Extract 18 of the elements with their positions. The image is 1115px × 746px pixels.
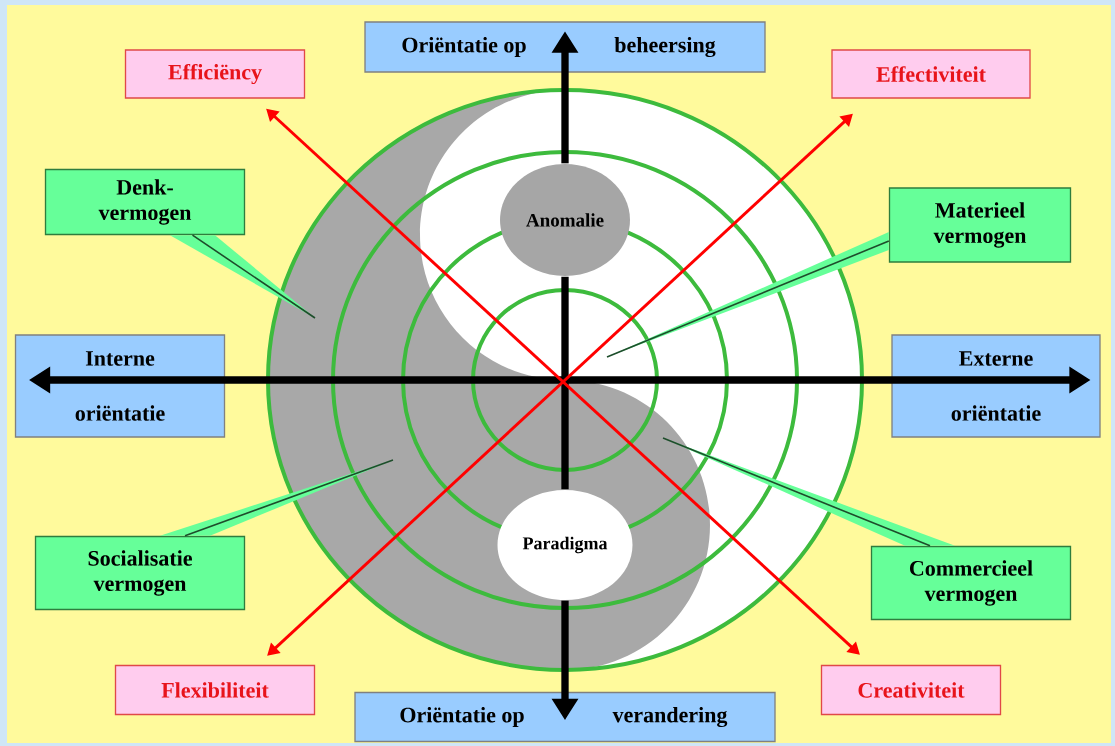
callout-box: Materieel vermogen [888, 187, 1072, 263]
outcome-box: Flexibiliteit [114, 664, 316, 716]
outcome-box: Creativiteit [820, 664, 1002, 716]
callout-box: Denk- vermogen [44, 168, 246, 236]
axis-label-box: Oriëntatie op verandering [354, 691, 776, 743]
callout-box: Commercieel vermogen [870, 545, 1072, 621]
callout-pointer [662, 437, 955, 547]
axis-label-box: Interne oriëntatie [14, 334, 226, 438]
callout-pointer [170, 234, 316, 319]
axis-label-box: Oriëntatie op beheersing [364, 21, 766, 73]
axis-label-box: Externe oriëntatie [891, 334, 1101, 438]
outcome-box: Efficiëncy [124, 49, 306, 99]
oval-label: Paradigma [497, 490, 633, 600]
callout-pointer [606, 232, 890, 358]
callout-box: Socialisatie vermogen [34, 535, 246, 611]
callout-pointer [160, 459, 394, 537]
outcome-box: Effectiviteit [831, 49, 1031, 99]
oval-label: Anomalie [500, 164, 630, 276]
